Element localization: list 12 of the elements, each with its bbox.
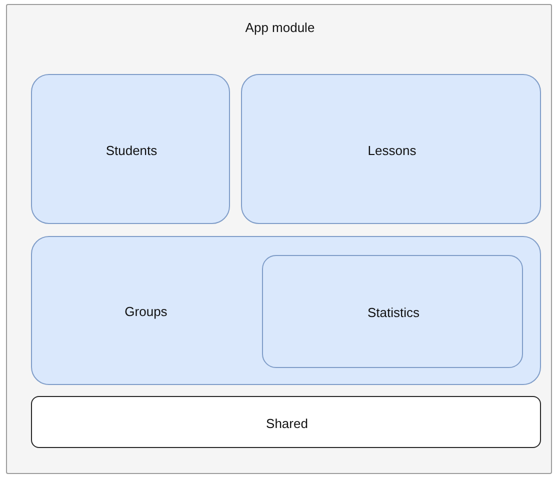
module-box (31, 396, 541, 448)
module-label: Statistics (367, 305, 420, 320)
module-box (31, 74, 230, 224)
module-label: Groups (124, 304, 168, 319)
module-label: Students (106, 142, 158, 158)
module-label: Shared (266, 416, 308, 430)
module-label: Lessons (368, 142, 416, 158)
module-label: App module (245, 20, 315, 34)
module-box (31, 236, 541, 385)
module-box (262, 255, 523, 368)
module-container (6, 4, 552, 474)
module-box (241, 74, 541, 224)
